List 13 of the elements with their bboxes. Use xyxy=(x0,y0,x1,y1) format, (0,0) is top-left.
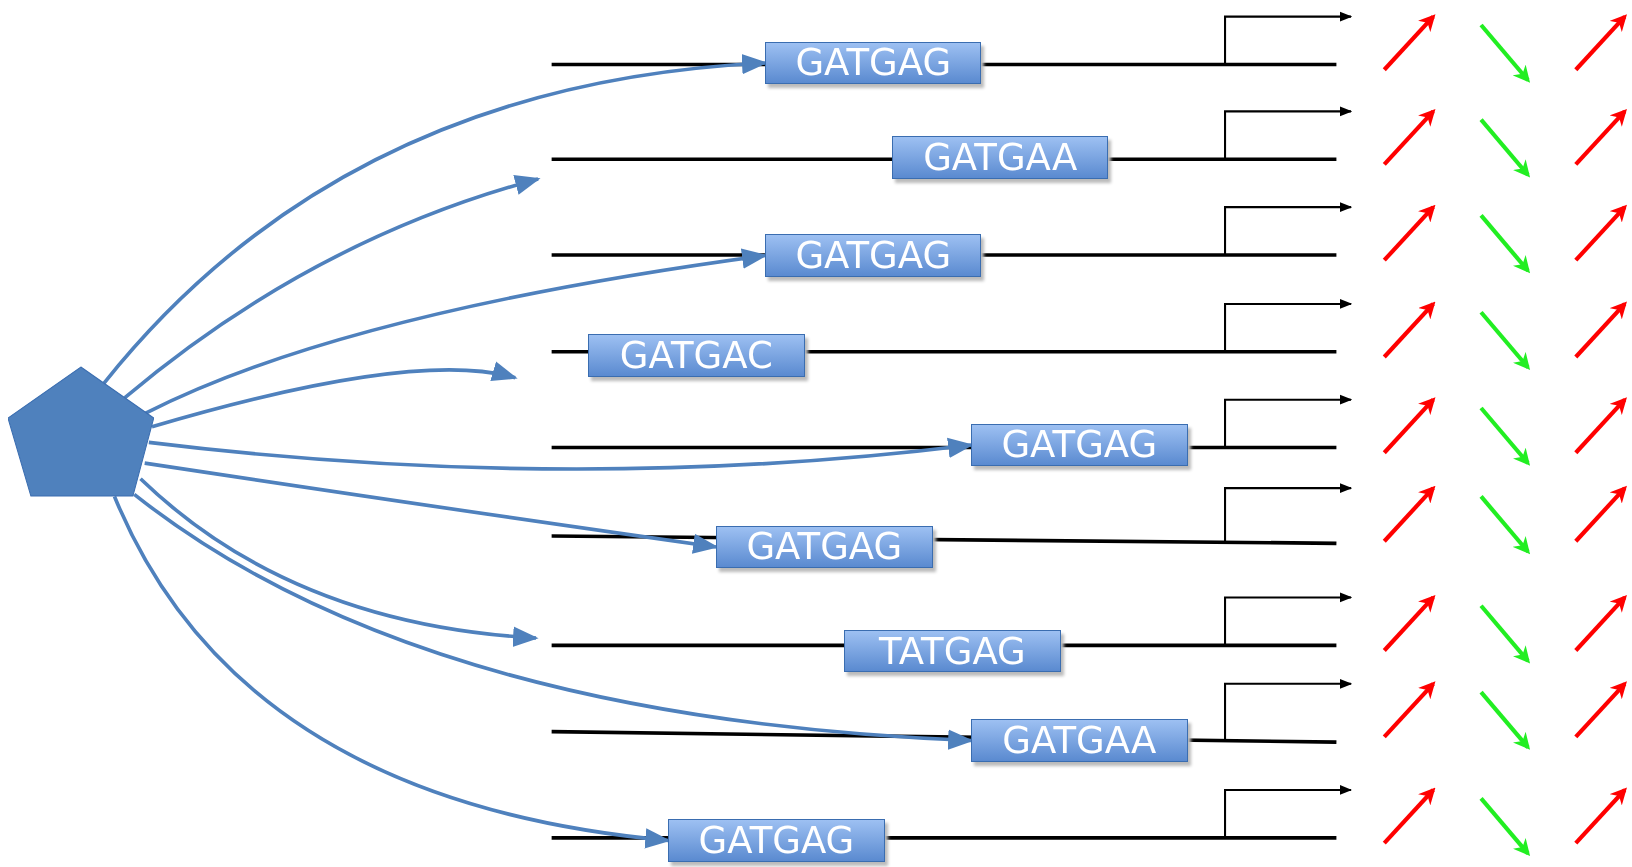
motif-box: GATGAG xyxy=(971,423,1188,467)
pentagon-shape xyxy=(8,366,154,498)
motif-box: TATGAG xyxy=(844,629,1061,673)
arrow xyxy=(139,477,539,647)
motif-box: GATGAC xyxy=(588,334,805,377)
motif-box: GATGAG xyxy=(765,234,982,277)
motif-box: GATGAG xyxy=(668,819,885,862)
motif-box: GATGAG xyxy=(716,525,933,569)
motif-box: GATGAG xyxy=(765,41,982,85)
motif-box: GATGAA xyxy=(891,136,1109,179)
arrow xyxy=(123,175,541,399)
motif-box: GATGAA xyxy=(971,719,1188,762)
arrow xyxy=(151,362,518,429)
